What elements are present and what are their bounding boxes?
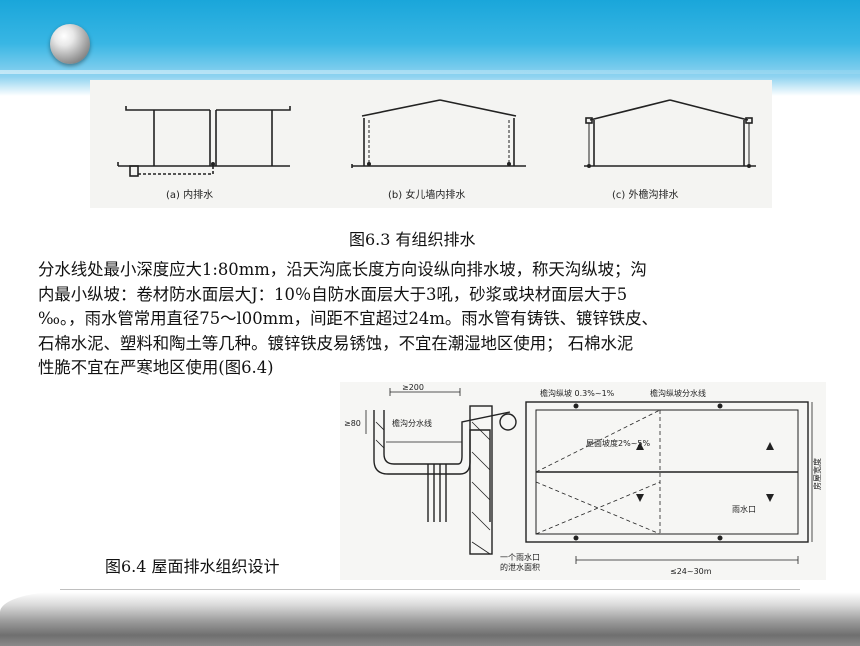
bullet-ball-icon	[50, 24, 90, 64]
figure-label-a: (a) 内排水	[166, 188, 213, 201]
gutter-slope-divide-label: 檐沟纵坡分水线	[650, 388, 706, 398]
drain-area-label-2: 的泄水面积	[500, 562, 540, 572]
rain-outlet-label: 雨水口	[732, 504, 756, 514]
footer-divider	[60, 589, 800, 590]
drain-area-label-1: 一个雨水口	[500, 552, 540, 562]
figure-organized-drainage: (a) 内排水 (b) 女儿墙内排水 (c) 外檐沟排水	[90, 80, 772, 208]
dim-80: ≥80	[344, 419, 361, 428]
paragraph-line: 石棉水泥、塑料和陶土等几种。镀锌铁皮易锈蚀，不宜在潮湿地区使用； 石棉水泥	[38, 333, 634, 353]
figure-label-b: (b) 女儿墙内排水	[388, 188, 465, 201]
house-width-label: 房屋宽度	[812, 458, 822, 490]
paragraph-line: ‰。，雨水管常用直径75～l00mm，间距不宜超过24m。雨水管有铸铁、镀锌铁皮…	[38, 309, 658, 328]
body-paragraph: 分水线处最小深度应大1:80mm，沿天沟底长度方向设纵向排水坡，称天沟纵坡；沟 …	[38, 258, 838, 381]
figure-roof-drainage-design: ≥200 ≥80 檐沟分水线 檐沟纵坡 0.3%~1% 檐沟纵坡分水线 屋面坡度…	[340, 382, 826, 580]
gutter-divide-line-label: 檐沟分水线	[392, 418, 432, 428]
drainage-diagrams: (a) 内排水 (b) 女儿墙内排水 (c) 外檐沟排水	[117, 99, 756, 201]
paragraph-line: 内最小纵坡：卷材防水面层大J：10％自防水面层大于3吼，砂浆或块材面层大于5	[38, 284, 628, 304]
figure-caption-6-3: 图6.3 有组织排水	[349, 230, 476, 249]
paragraph-line: 分水线处最小深度应大1:80mm，沿天沟底长度方向设纵向排水坡，称天沟纵坡；沟	[38, 260, 647, 279]
figure-label-c: (c) 外檐沟排水	[612, 188, 678, 201]
roof-slope-label: 屋面坡度2%~5%	[586, 438, 650, 448]
figure-caption-6-4: 图6.4 屋面排水组织设计	[105, 557, 280, 576]
spacing-label: ≤24~30m	[670, 567, 712, 576]
dim-200: ≥200	[402, 383, 424, 392]
footer-band	[0, 592, 860, 646]
paragraph-line: 性脆不宜在严寒地区使用(图6.4)	[38, 358, 274, 377]
roof-drainage-diagram: ≥200 ≥80 檐沟分水线 檐沟纵坡 0.3%~1% 檐沟纵坡分水线 屋面坡度…	[344, 383, 822, 576]
gutter-slope-label: 檐沟纵坡 0.3%~1%	[540, 388, 615, 398]
